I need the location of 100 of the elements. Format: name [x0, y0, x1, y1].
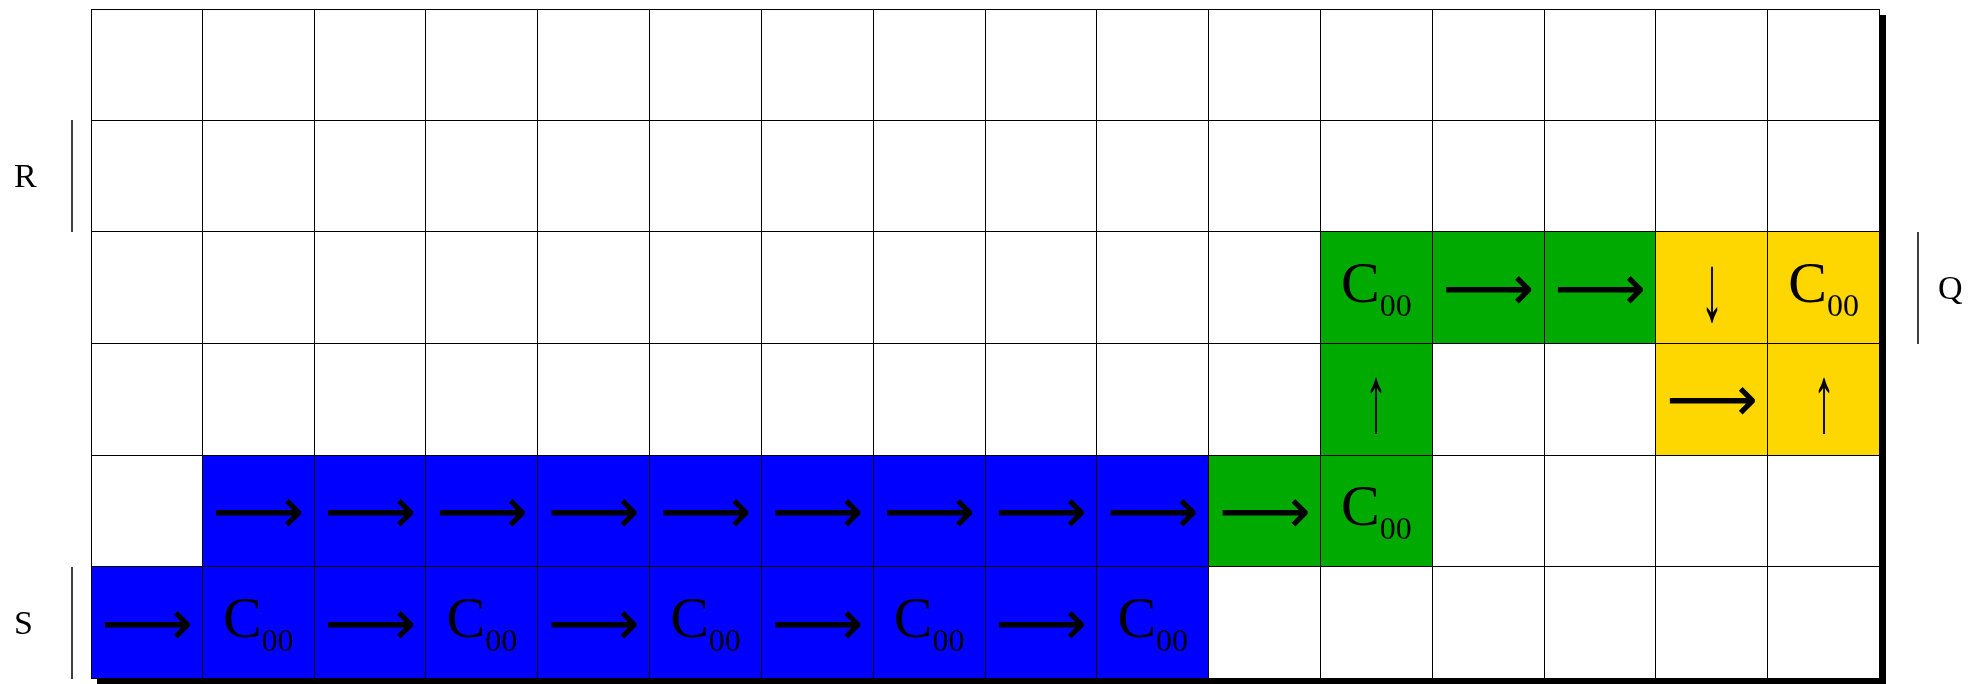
- grid-cell: [1656, 232, 1769, 344]
- grid-cell: [985, 9, 1098, 121]
- grid-cell: [202, 120, 315, 233]
- cell-label: C$_{00}$: [1341, 477, 1412, 545]
- grid-cell: [650, 567, 762, 679]
- grid-cell: [202, 567, 315, 679]
- arrow-symbol: ↓: [1700, 240, 1723, 336]
- cell-label: C$_{00}$: [1341, 254, 1412, 322]
- grid-cell: [91, 9, 203, 121]
- grid-cell: [202, 232, 315, 344]
- grid-cell: [1656, 344, 1769, 456]
- arrow-symbol: ⟶: [995, 590, 1087, 655]
- grid-cell: [426, 9, 539, 121]
- grid-cell: [1768, 567, 1880, 679]
- grid-cell: [1320, 567, 1433, 679]
- grid-cell: [538, 232, 651, 344]
- grid-cell: [538, 567, 651, 679]
- grid-cell: [985, 455, 1098, 568]
- grid-cell: [1544, 232, 1657, 344]
- grid-cell: [1432, 9, 1545, 121]
- grid-cell: [650, 232, 762, 344]
- grid-cell: [202, 9, 315, 121]
- grid-cell: [650, 455, 762, 568]
- grid-cell: [1209, 567, 1321, 679]
- cell-label: C$_{00}$: [670, 589, 741, 657]
- grid-cell: [1544, 455, 1657, 568]
- grid-cell: [873, 120, 986, 233]
- grid-cell: [1209, 232, 1321, 344]
- grid-cell: [1768, 455, 1880, 568]
- grid-cell: [426, 120, 539, 233]
- grid-cell: [1209, 9, 1321, 121]
- grid-cell: [314, 9, 427, 121]
- side-label: Q: [1938, 271, 1963, 305]
- grid-cell: [314, 455, 427, 568]
- grid-cell: [1320, 9, 1433, 121]
- arrow-symbol: ⟶: [547, 590, 640, 655]
- grid-cell: [314, 232, 427, 344]
- grid-cell: [426, 567, 539, 679]
- arrow-symbol: ⟶: [547, 479, 640, 543]
- grid-cell: [538, 120, 651, 233]
- grid-cell: [538, 9, 651, 121]
- arrow-symbol: ⟶: [771, 590, 864, 655]
- grid-cell: [1656, 120, 1769, 233]
- grid-cell: [91, 567, 203, 679]
- cell-label: C$_{00}$: [446, 589, 518, 657]
- arrow-symbol: ⟶: [995, 479, 1087, 543]
- arrow-symbol: ⟶: [1554, 255, 1646, 320]
- grid-cell: [1209, 344, 1321, 456]
- grid-cell: [91, 455, 203, 568]
- arrow-symbol: ⟶: [1442, 255, 1535, 320]
- grid-cell: [1320, 344, 1433, 456]
- grid-cell: [1544, 9, 1657, 121]
- grid-cell: [761, 344, 874, 456]
- grid-cell: [1097, 567, 1210, 679]
- grid-cell: [91, 232, 203, 344]
- grid-cell: [426, 344, 539, 456]
- grid-cell: [1097, 120, 1210, 233]
- arrow-symbol: ⟶: [1106, 479, 1199, 543]
- cell-label: C$_{00}$: [1117, 589, 1189, 657]
- cell-label: C$_{00}$: [893, 589, 965, 657]
- grid-cell: [873, 344, 986, 456]
- grid-cell: [1097, 9, 1210, 121]
- grid-cell: [1544, 567, 1657, 679]
- grid-cell: [761, 232, 874, 344]
- grid-cell: [650, 344, 762, 456]
- grid-cell: [202, 455, 315, 568]
- grid-cell: [761, 455, 874, 568]
- grid-cell: [1432, 232, 1545, 344]
- grid-cell: [1209, 455, 1321, 568]
- grid-cell: [1656, 9, 1769, 121]
- grid-cell: [985, 344, 1098, 456]
- arrow-symbol: ⟶: [435, 479, 528, 543]
- grid-cell: [1432, 120, 1545, 233]
- grid-cell: [1656, 455, 1769, 568]
- grid-cell: [538, 344, 651, 456]
- grid-cell: [1320, 232, 1433, 344]
- grid-cell: [985, 120, 1098, 233]
- grid-cell: [1432, 455, 1545, 568]
- grid-cell: [1097, 455, 1210, 568]
- grid-cell: [1432, 344, 1545, 456]
- grid-cell: [1097, 344, 1210, 456]
- grid-cell: [761, 9, 874, 121]
- grid-cell: [1768, 344, 1880, 456]
- arrow-symbol: ⟶: [101, 590, 193, 655]
- grid-cell: [1209, 120, 1321, 233]
- grid-cell: [314, 567, 427, 679]
- grid-cell: [1656, 567, 1769, 679]
- arrow-symbol: ⟶: [659, 479, 752, 543]
- grid-cell: [1320, 455, 1433, 568]
- arrow-symbol: ↑: [1365, 351, 1388, 447]
- grid-cell: [1544, 120, 1657, 233]
- grid-cell: [985, 232, 1098, 344]
- grid-cell: [1097, 232, 1210, 344]
- arrow-symbol: ⟶: [1218, 479, 1311, 543]
- grid-cell: [91, 120, 203, 233]
- grid-cell: [91, 344, 203, 456]
- grid-cell: [873, 9, 986, 121]
- grid-cell: [426, 455, 539, 568]
- grid-cell: [1320, 120, 1433, 233]
- grid-cell: [1768, 9, 1880, 121]
